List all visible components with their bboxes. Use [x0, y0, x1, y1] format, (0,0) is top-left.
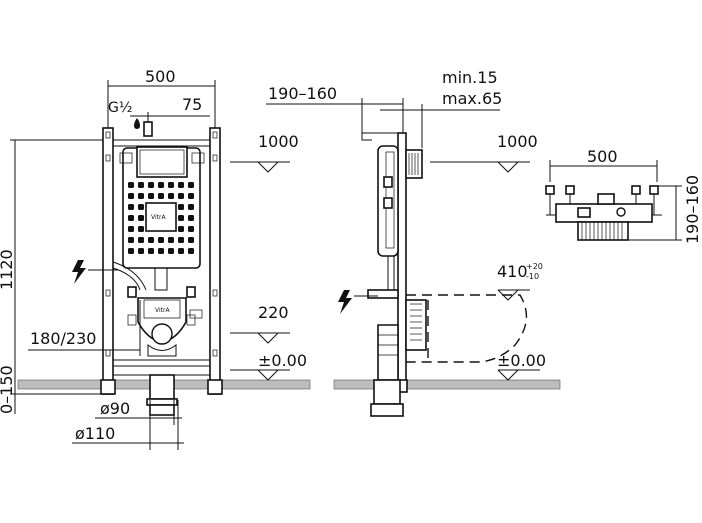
cistern-label-panel	[145, 202, 177, 232]
side-bracket-block	[405, 299, 427, 351]
floor-side	[333, 379, 561, 390]
supply-valve	[143, 121, 153, 137]
lightning-bolt-icon	[72, 260, 86, 284]
pipe-large-diameter-label: ø110	[75, 424, 115, 443]
foot-right	[207, 379, 223, 395]
level-zero-front: ±0.00	[258, 351, 307, 370]
frame-right-leg	[209, 127, 221, 395]
bowl-outline	[406, 294, 528, 363]
svg-text:VitrA: VitrA	[155, 307, 170, 314]
front-view: VitrA VitrA 500 G½ 75	[0, 67, 311, 450]
front-width-label: 500	[145, 67, 176, 86]
level-410-tol-plus: +20	[526, 262, 543, 271]
wall-distance-label: 190–160	[268, 84, 337, 103]
level-1000-side: 1000	[497, 132, 538, 151]
side-frame-post	[397, 132, 407, 384]
side-flush-plate	[405, 149, 423, 179]
top-width-label: 500	[587, 147, 618, 166]
lightning-bolt-icon-side	[338, 290, 352, 314]
top-view: 500 190–160	[545, 147, 702, 244]
supply-offset-label: 75	[182, 95, 202, 114]
height-label: 1120	[0, 249, 16, 290]
flush-plate-opening	[136, 146, 188, 178]
supply-thread-label: G½	[108, 100, 132, 116]
pipe-small-diameter-label: ø90	[100, 399, 130, 418]
side-drain-bend	[377, 324, 399, 381]
water-drop-icon	[134, 118, 140, 129]
top-depth-label: 190–160	[683, 175, 702, 244]
frame-left-leg	[102, 127, 114, 395]
top-cistern-ribs	[577, 221, 629, 241]
cistern-rib-pattern	[128, 182, 194, 254]
side-view: 190–160 min.15 max.65 1000 1000 220 410 …	[230, 68, 561, 417]
min-depth-label: min.15	[442, 68, 498, 87]
max-depth-label: max.65	[442, 89, 502, 108]
drain-outlet	[151, 323, 173, 345]
floor-adjust-label: 0–150	[0, 365, 16, 414]
level-410: 410	[497, 262, 528, 281]
brand-label: VitrA	[151, 214, 166, 221]
foot-left	[100, 379, 116, 395]
bracket-spacing-label: 180/230	[30, 329, 96, 348]
level-410-tol-minus: -10	[526, 272, 539, 281]
top-frame-rail	[555, 203, 653, 223]
level-zero-side: ±0.00	[497, 351, 546, 370]
level-1000-front: 1000	[258, 132, 299, 151]
level-220: 220	[258, 303, 289, 322]
